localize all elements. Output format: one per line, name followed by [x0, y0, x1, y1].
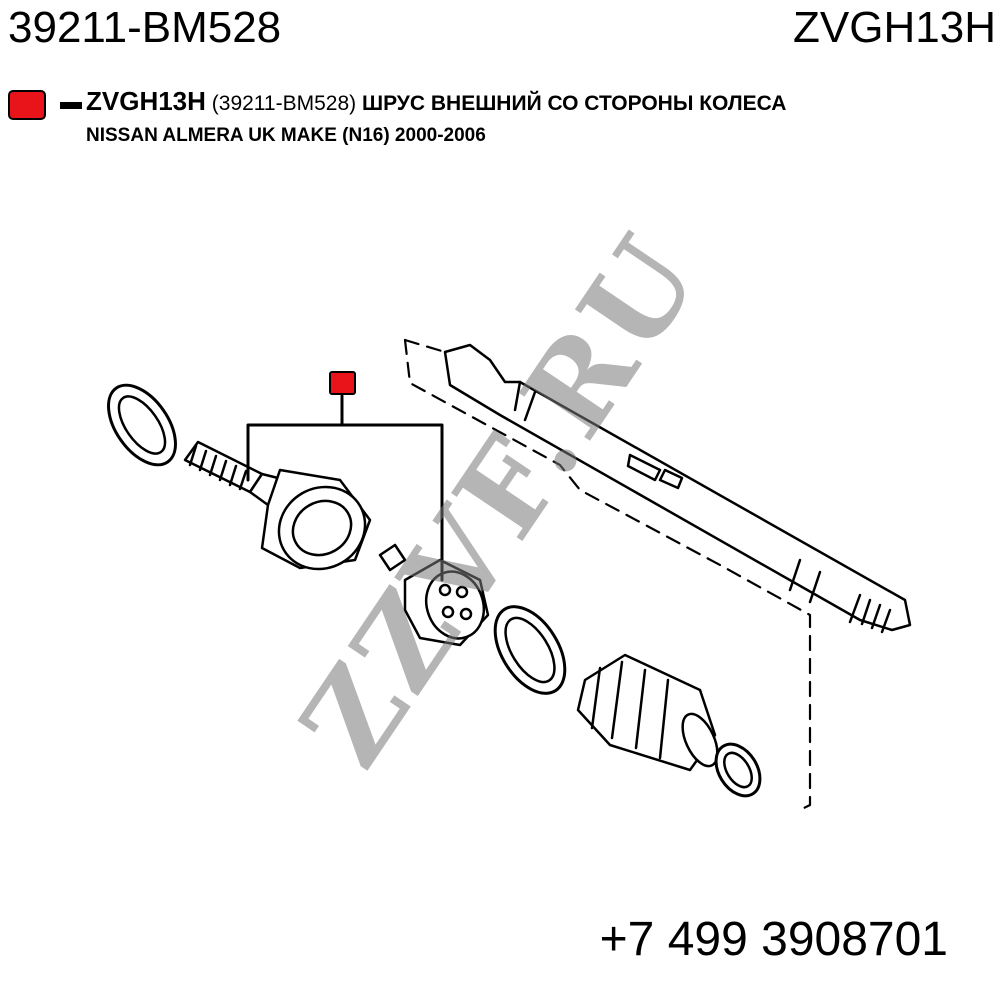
- legend-red-marker: [8, 90, 46, 120]
- legend-vehicle: NISSAN ALMERA UK MAKE (N16) 2000-2006: [86, 125, 486, 146]
- legend-title: ZVGH13H (39211-BM528) ШРУС ВНЕШНИЙ СО СТ…: [86, 88, 986, 117]
- contact-phone: +7 499 3908701: [599, 913, 948, 966]
- callout-red-marker: [329, 371, 356, 395]
- small-clamp: [714, 742, 762, 798]
- legend-oem-number: (39211-BM528): [211, 92, 357, 115]
- legend-description: ШРУС ВНЕШНИЙ СО СТОРОНЫ КОЛЕСА: [361, 92, 787, 115]
- inner-race-cage: [378, 543, 490, 647]
- drive-shaft: [443, 343, 912, 634]
- cv-boot: [576, 653, 719, 772]
- assembly-dashed-outline: [403, 338, 812, 812]
- oem-number-heading: 39211-BM528: [8, 3, 282, 52]
- boot-clamp: [493, 605, 567, 695]
- outer-cv-joint-housing: [183, 440, 372, 571]
- callout-leader: [246, 394, 444, 582]
- legend-dash: [60, 102, 82, 109]
- legend-part-code: ZVGH13H: [86, 86, 206, 116]
- brand-code-heading: ZVGH13H: [793, 3, 996, 52]
- snap-ring-left: [107, 383, 177, 467]
